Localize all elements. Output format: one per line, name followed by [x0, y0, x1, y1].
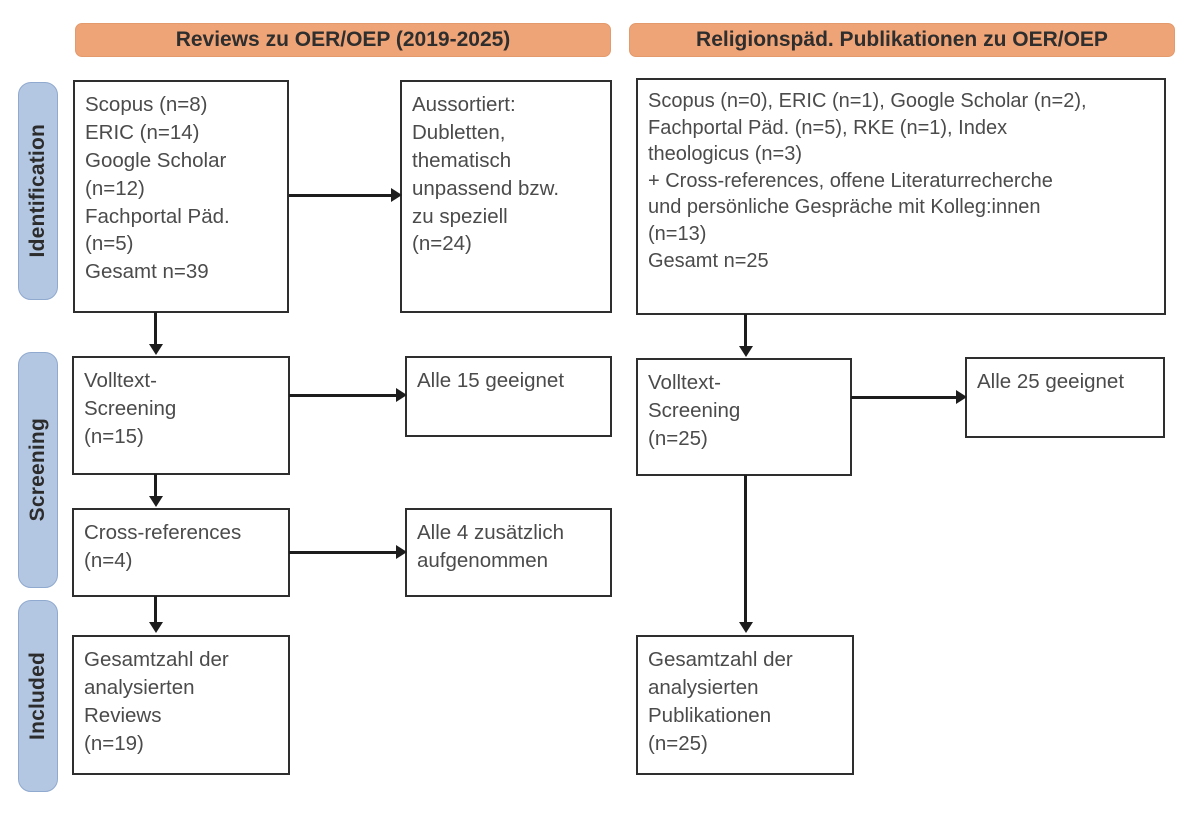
arrowhead-right-fulltext-to-included — [738, 622, 753, 633]
connector-right-fulltext-to-included — [744, 475, 747, 624]
arrowhead-left-sources-to-excluded — [391, 188, 402, 202]
arrowhead-left-sources-to-fulltext — [148, 344, 163, 355]
connector-right-fulltext-to-result — [851, 396, 957, 399]
stage-label-identification: Identification — [26, 124, 49, 258]
column-header-religionspaed: Religionspäd. Publikationen zu OER/OEP — [629, 23, 1175, 57]
arrowhead-left-fulltext-to-result — [396, 388, 407, 402]
arrowhead-left-crossrefs-to-result — [396, 545, 407, 559]
connector-left-sources-to-fulltext — [154, 312, 157, 345]
column-header-religionspaed-label: Religionspäd. Publikationen zu OER/OEP — [696, 28, 1108, 51]
stage-label-included: Included — [26, 652, 49, 740]
node-left-fulltext-screening: Volltext- Screening (n=15) — [72, 356, 290, 475]
arrowhead-right-sources-to-fulltext — [738, 346, 753, 357]
arrowhead-left-crossrefs-to-included — [148, 622, 163, 633]
column-header-reviews-label: Reviews zu OER/OEP (2019-2025) — [175, 28, 511, 51]
column-header-reviews: Reviews zu OER/OEP (2019-2025) — [75, 23, 611, 57]
node-left-excluded: Aussortiert: Dubletten, thematisch unpas… — [400, 80, 612, 313]
arrowhead-left-fulltext-to-crossrefs — [148, 496, 163, 507]
connector-left-crossrefs-to-result — [289, 551, 397, 554]
arrowhead-right-fulltext-to-result — [956, 390, 967, 404]
node-right-fulltext-screening: Volltext- Screening (n=25) — [636, 358, 852, 476]
connector-right-sources-to-fulltext — [744, 314, 747, 347]
node-left-crossreferences-result: Alle 4 zusätzlich aufgenommen — [405, 508, 612, 597]
node-left-included-total: Gesamtzahl der analysierten Reviews (n=1… — [72, 635, 290, 775]
node-right-sources: Scopus (n=0), ERIC (n=1), Google Scholar… — [636, 78, 1166, 315]
connector-left-sources-to-excluded — [289, 194, 392, 197]
stage-label-screening: Screening — [26, 418, 49, 522]
connector-left-crossrefs-to-included — [154, 596, 157, 624]
connector-left-fulltext-to-result — [289, 394, 397, 397]
node-right-fulltext-result: Alle 25 geeignet — [965, 357, 1165, 438]
stage-pill-screening: Screening — [18, 352, 58, 588]
stage-pill-included: Included — [18, 600, 58, 792]
stage-pill-identification: Identification — [18, 82, 58, 300]
node-left-sources: Scopus (n=8) ERIC (n=14) Google Scholar … — [73, 80, 289, 313]
node-left-crossreferences: Cross-references (n=4) — [72, 508, 290, 597]
node-left-fulltext-result: Alle 15 geeignet — [405, 356, 612, 437]
connector-left-fulltext-to-crossrefs — [154, 474, 157, 498]
node-right-included-total: Gesamtzahl der analysierten Publikatione… — [636, 635, 854, 775]
